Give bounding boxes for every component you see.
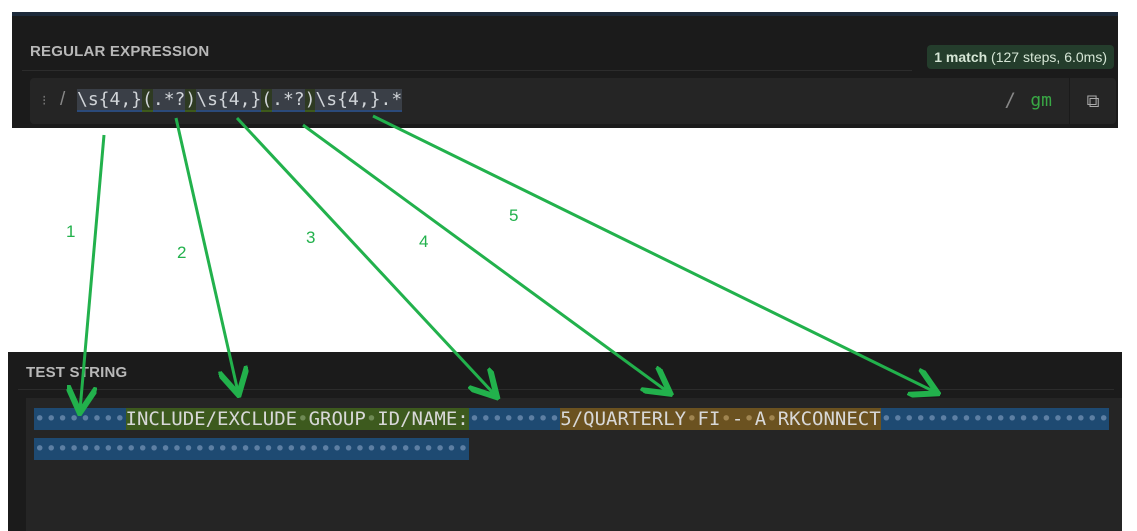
group-1-match: INCLUDE/EXCLUDE•GROUP•ID/NAME: <box>125 408 469 430</box>
test-string-input[interactable]: ••••••••INCLUDE/EXCLUDE•GROUP•ID/NAME:••… <box>26 398 1122 531</box>
test-string-title: TEST STRING <box>26 364 128 381</box>
token-lazy: .*? <box>152 89 186 112</box>
divider <box>18 389 1114 390</box>
annotation-label-5: 5 <box>509 206 519 225</box>
token-whitespace: \s{4,} <box>196 89 262 112</box>
regex-text[interactable]: \s{4,}(.*?)\s{4,}(.*?)\s{4,}.* <box>77 89 403 112</box>
text: FI <box>697 408 721 430</box>
delimiter-open: / <box>60 89 66 110</box>
text: INCLUDE/EXCLUDE <box>125 408 298 430</box>
test-line-1: ••••••••INCLUDE/EXCLUDE•GROUP•ID/NAME:••… <box>34 405 1110 433</box>
arrow-4 <box>302 123 668 392</box>
delimiter-close: / <box>1004 89 1016 111</box>
test-line-2: •••••••••••••••••••••••••••••••••••••• <box>34 435 469 463</box>
token-whitespace: \s{4,} <box>77 89 143 112</box>
drag-handle-icon[interactable]: ⁝ <box>42 92 47 108</box>
whitespace-match: •••••••• <box>468 408 561 430</box>
arrow-3 <box>235 116 495 395</box>
whitespace-match: •••••••••••••••••••• <box>880 408 1110 430</box>
text: 5/QUARTERLY <box>560 408 687 430</box>
space-dot: • <box>686 408 698 430</box>
text: - <box>731 408 744 430</box>
regex-title: REGULAR EXPRESSION <box>30 43 210 60</box>
space-dot: • <box>365 408 378 430</box>
copy-icon[interactable]: ⧉ <box>1069 78 1116 124</box>
space-dot: • <box>743 408 755 430</box>
whitespace-match: •••••••• <box>34 408 126 430</box>
space-dot: • <box>766 408 778 430</box>
regex-panel: REGULAR EXPRESSION 1 match (127 steps, 6… <box>12 12 1118 128</box>
token-rest: \s{4,}.* <box>315 89 403 112</box>
text: RKCONNECT <box>777 408 881 430</box>
group-close: ) <box>304 89 316 112</box>
whitespace-match: •••••••••••••••••••••••••••••••••••••• <box>34 438 469 460</box>
text: ID/NAME: <box>377 408 469 430</box>
annotation-label-4: 4 <box>419 232 429 251</box>
group-2-match: 5/QUARTERLY•FI•-•A•RKCONNECT <box>560 408 881 430</box>
annotation-label-1: 1 <box>66 222 76 241</box>
group-open: ( <box>142 89 153 112</box>
text: A <box>754 408 767 430</box>
arrow-2 <box>174 117 238 392</box>
token-lazy: .*? <box>272 89 305 112</box>
text: GROUP <box>308 408 366 430</box>
regex-input[interactable]: ⁝ / \s{4,}(.*?)\s{4,}(.*?)\s{4,}.* / gm … <box>30 78 1116 124</box>
annotation-label-3: 3 <box>306 228 316 247</box>
group-open: ( <box>261 89 273 112</box>
divider <box>22 70 912 71</box>
group-close: ) <box>185 89 197 112</box>
match-detail: (127 steps, 6.0ms) <box>987 49 1107 65</box>
arrow-5 <box>372 114 935 392</box>
arrow-1 <box>80 134 106 410</box>
match-badge: 1 match (127 steps, 6.0ms) <box>927 45 1114 69</box>
flags-button[interactable]: gm <box>1030 90 1052 111</box>
match-count: 1 match <box>934 49 988 65</box>
space-dot: • <box>297 408 309 430</box>
space-dot: • <box>720 408 732 430</box>
annotation-label-2: 2 <box>177 243 187 262</box>
